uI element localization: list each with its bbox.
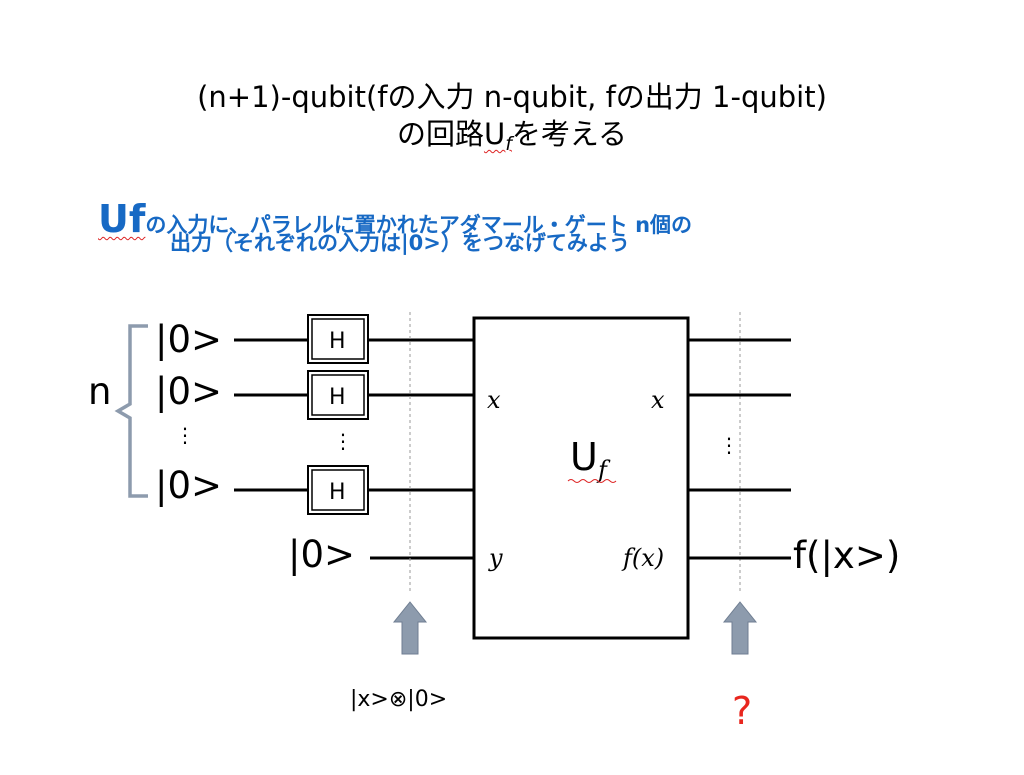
ket0-input-1: |0> — [155, 318, 222, 361]
svg-text:H: H — [329, 385, 346, 410]
uf-input-x: x — [487, 386, 501, 414]
input-vdots: ⋮ — [175, 423, 195, 447]
note-line2: 出力（それぞれの入力は|0>）をつなげてみよう — [170, 231, 630, 255]
up-arrow-right — [722, 601, 758, 655]
output-fx-label: f(|x>) — [793, 534, 900, 577]
ket0-input-n: |0> — [155, 464, 222, 507]
title-uf: Uf — [483, 117, 512, 154]
svg-text:U: U — [570, 435, 598, 479]
note-line1: Ufの入力に、パラレルに置かれたアダマール・ゲート n個の — [98, 200, 692, 238]
n-label: n — [88, 370, 111, 413]
slide-title-line1: (n+1)-qubit(fの入力 n-qubit, fの出力 1-qubit) — [197, 80, 827, 114]
ket0-ancilla: |0> — [288, 533, 355, 576]
title-suffix: を考える — [511, 117, 628, 151]
uf-label: U f — [567, 435, 617, 484]
svg-text:H: H — [329, 329, 346, 354]
slide-title-line2: の回路Ufを考える — [0, 117, 1024, 154]
gate-vdots: ⋮ — [333, 429, 353, 453]
note-uf: Uf — [98, 197, 146, 241]
tensor-state-label: |x>⊗|0> — [350, 687, 447, 712]
uf-input-y: y — [488, 544, 503, 572]
ket0-input-2: |0> — [155, 370, 222, 413]
up-arrow-left — [392, 601, 428, 655]
title-prefix: の回路 — [396, 117, 484, 151]
hadamard-gate-n: H — [307, 465, 369, 515]
note-line1-text: の入力に、パラレルに置かれたアダマール・ゲート n個の — [145, 213, 693, 237]
uf-box — [472, 316, 690, 640]
output-vdots: ⋮ — [719, 433, 739, 457]
title-f-subscript: f — [505, 133, 512, 155]
title-u: U — [483, 117, 506, 151]
qubit-brace — [114, 324, 148, 498]
svg-text:H: H — [329, 480, 346, 505]
uf-output-x: x — [651, 386, 665, 414]
hadamard-gate-2: H — [307, 370, 369, 420]
unknown-output-question: ? — [732, 689, 752, 733]
uf-output-fx: f(x) — [621, 544, 664, 572]
hadamard-gate-1: H — [307, 314, 369, 364]
